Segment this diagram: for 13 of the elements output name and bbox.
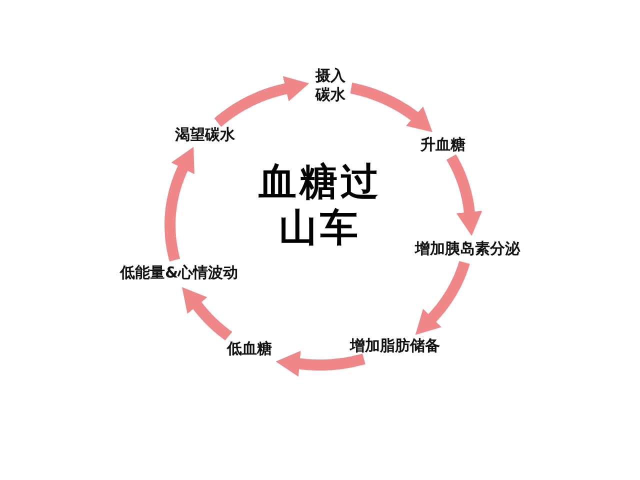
arrow [182, 287, 234, 342]
arrow [164, 146, 194, 264]
arrow [213, 76, 310, 128]
arrow [415, 258, 470, 335]
arrow [446, 152, 482, 236]
step-label: 渴望碳水 [175, 126, 236, 144]
step-label: 低能量&心情波动 [120, 264, 238, 282]
step-label: 升血糖 [420, 135, 466, 154]
step-label: 摄入碳水 [313, 66, 348, 104]
step-label: 增加胰岛素分泌 [415, 240, 520, 259]
step-label: 低血糖 [227, 339, 272, 358]
step-label: 增加脂肪储备 [350, 336, 440, 356]
title: 血糖过山车 [258, 159, 382, 251]
